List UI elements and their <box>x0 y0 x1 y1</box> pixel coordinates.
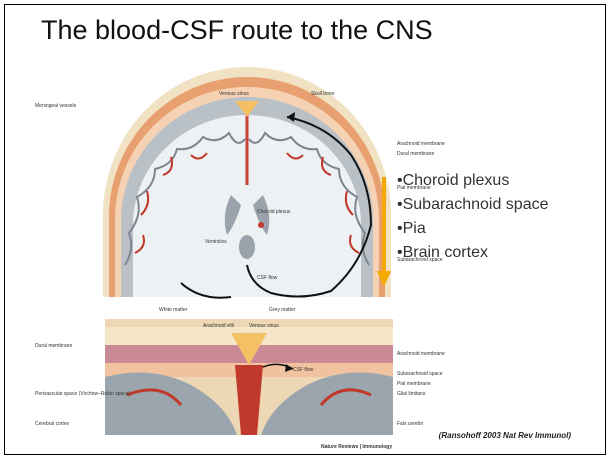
journal-credit: Nature Reviews | Immunology <box>321 444 392 450</box>
label-white-matter: White matter <box>159 307 188 313</box>
label-venous-sinus-bottom: Venous sinus <box>249 323 279 329</box>
citation: (Ransohoff 2003 Nat Rev Immunol) <box>439 431 571 440</box>
bullet-pia: •Pia <box>397 217 548 241</box>
label-csf-flow-bottom: CSF flow <box>293 367 314 373</box>
slide-title: The blood-CSF route to the CNS <box>41 15 433 46</box>
label-arachnoid-villi: Arachnoid villi <box>203 323 234 329</box>
bullet-list: •Choroid plexus •Subarachnoid space •Pia… <box>397 169 548 265</box>
label-csf-flow: CSF flow <box>257 275 278 281</box>
label-arachnoid-membrane: Arachnoid membrane <box>397 141 445 147</box>
label-choroid-plexus: Choroid plexus <box>257 209 291 215</box>
label-cerebral-cortex: Cerebral cortex <box>35 421 70 427</box>
label-meningeal-vessels: Meningeal vessels <box>35 103 77 109</box>
label-perivascular-space: Perivascular space (Virchow–Robin space) <box>35 391 131 397</box>
bullet-subarachnoid-space: •Subarachnoid space <box>397 193 548 217</box>
slide: The blood-CSF route to the CNS <box>4 4 606 455</box>
label-falx-cerebri: Falx cerebri <box>397 421 423 427</box>
label-grey-matter: Grey matter <box>269 307 296 313</box>
label-venous-sinus: Venous sinus <box>219 91 249 97</box>
label-dural-membrane-bottom: Dural membrane <box>35 343 72 349</box>
label-glial-limitans: Glial limitans <box>397 391 426 397</box>
label-arachnoid-membrane-bottom: Arachnoid membrane <box>397 351 445 357</box>
label-dural-membrane: Dural membrane <box>397 151 434 157</box>
coronal-brain-section <box>103 67 391 298</box>
down-arrow-icon <box>377 177 391 289</box>
label-ventricles: Ventricles <box>205 239 227 245</box>
label-skull-bone: Skull bone <box>311 91 335 97</box>
bullet-choroid-plexus: •Choroid plexus <box>397 169 548 193</box>
bullet-brain-cortex: •Brain cortex <box>397 241 548 265</box>
label-pial-membrane-bottom: Pial membrane <box>397 381 431 387</box>
label-subarachnoid-space-bottom: Subarachnoid space <box>397 371 443 377</box>
meninges-magnified-section <box>105 319 393 435</box>
